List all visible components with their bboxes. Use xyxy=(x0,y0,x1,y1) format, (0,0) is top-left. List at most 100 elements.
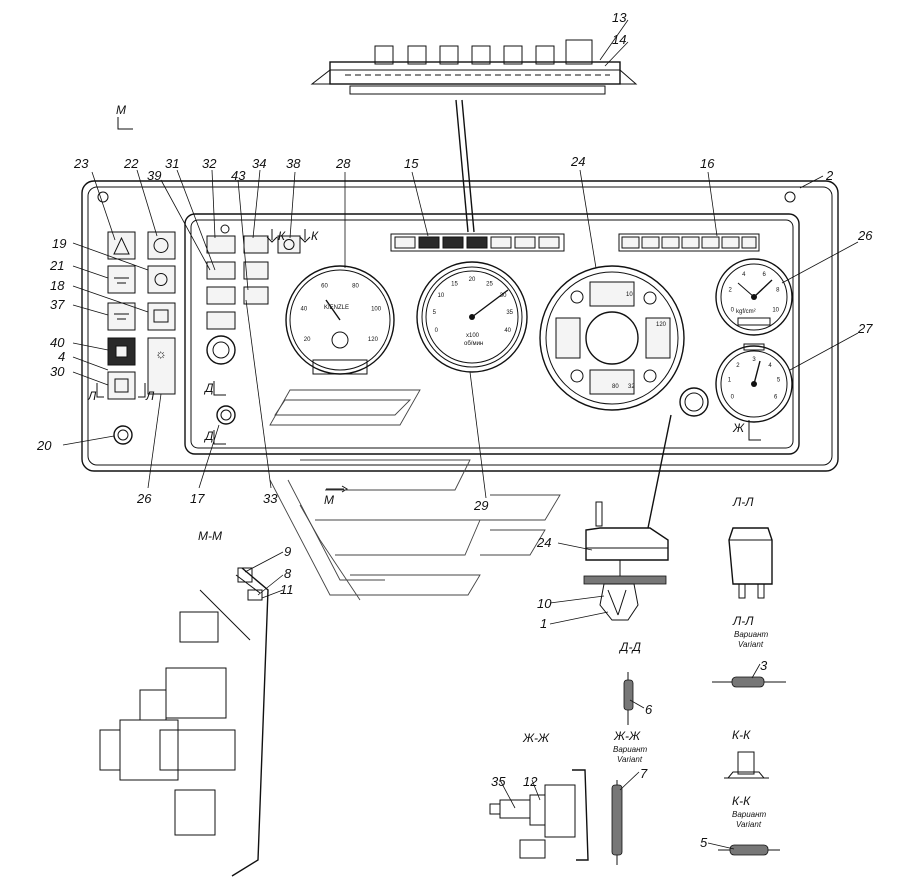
title-zhzh: Ж-Ж xyxy=(522,731,550,745)
section-kk-view xyxy=(718,751,780,856)
callout-23: 23 xyxy=(73,156,89,171)
title-dd: Д-Д xyxy=(618,640,641,654)
hazard-switch xyxy=(107,231,136,260)
ignition-lock xyxy=(206,335,236,365)
work-light-switch xyxy=(107,265,136,294)
callout-34: 32 xyxy=(202,156,217,171)
headlight-icon xyxy=(153,238,169,253)
tach-tick-label: 25 xyxy=(486,281,493,287)
oil-tick-label: 5 xyxy=(777,378,781,384)
speedo-tick-label: 80 xyxy=(352,283,359,289)
ll-variant-ru: Вариант xyxy=(734,630,769,639)
button-20 xyxy=(113,425,133,445)
callout-10: 10 xyxy=(537,596,552,611)
instrument-panel: ☼ xyxy=(81,180,839,472)
oil-tick-label: 0 xyxy=(731,395,735,401)
callout-26-text: 26 xyxy=(136,491,152,506)
hazard-icon xyxy=(113,236,130,255)
callout-39: 38 xyxy=(286,156,301,171)
combination-gauge xyxy=(539,265,685,411)
callout-24-text: 24 xyxy=(536,535,551,550)
tach-tick-label: 35 xyxy=(506,310,513,316)
tach-tick-label: 10 xyxy=(438,293,445,299)
tach-tick-label: 40 xyxy=(504,328,511,334)
mark-zh: Ж xyxy=(732,421,745,435)
callout-35: 33 xyxy=(263,491,278,506)
combo-tick-label: 120 xyxy=(656,322,667,328)
fog-icon xyxy=(154,273,168,286)
mark-d-bottom: Д xyxy=(203,429,214,443)
mount-hole xyxy=(784,191,796,203)
ll-variant-en: Variant xyxy=(738,640,764,649)
oil-tick-label: 1 xyxy=(728,378,732,384)
leader-lines xyxy=(62,19,859,850)
callout-31: 29 xyxy=(473,498,488,513)
callout-29: 27 xyxy=(857,321,873,336)
light-symbol-icon: ☼ xyxy=(155,346,167,361)
callout-19: 19 xyxy=(52,236,66,251)
title-kk-variant: К-К xyxy=(732,794,751,808)
callout-5: 5 xyxy=(700,835,708,850)
section-ll-view xyxy=(712,527,786,688)
oil-tick-label: 3 xyxy=(752,357,756,363)
callout-33: 31 xyxy=(165,156,179,171)
callout-17: 17 xyxy=(190,491,205,506)
callout-38: 37 xyxy=(50,297,65,312)
callout-7: 7 xyxy=(640,766,648,781)
combo-tick-label: 32 xyxy=(628,384,635,390)
combo-tick-label: 80 xyxy=(612,384,619,390)
tach-tick-label: 5 xyxy=(433,310,437,316)
fog-light-switch xyxy=(147,265,176,294)
mark-k-left: К xyxy=(278,229,286,243)
callout-4: 4 xyxy=(58,349,65,364)
speedo-tick-label: 60 xyxy=(321,283,328,289)
air-unit-label: kgf/cm² xyxy=(736,309,756,315)
callout-30: 28 xyxy=(335,156,351,171)
sensor-assembly xyxy=(583,414,672,621)
mount-hole xyxy=(97,191,109,203)
gauge-dial-text: KIENZLE x100 об/мин kgf/cm² xyxy=(324,305,756,347)
light-icon xyxy=(114,277,129,284)
tach-tick-label: 30 xyxy=(500,293,507,299)
air-tick-label: 2 xyxy=(729,287,733,293)
mark-k-right: К xyxy=(311,229,319,243)
callout-numbers: 23 22 31 39 32 43 34 38 28 15 24 16 2 26… xyxy=(36,10,873,850)
section-dd-view xyxy=(623,672,634,725)
tach-tick-label: 20 xyxy=(469,277,476,283)
callout-32: 30 xyxy=(50,364,65,379)
button-17 xyxy=(216,405,236,425)
speedo-tick-label: 20 xyxy=(304,337,311,343)
oil-pressure-gauge xyxy=(715,343,793,423)
callout-18: 18 xyxy=(50,278,65,293)
mark-m-bottom: М xyxy=(324,493,334,507)
warning-lamp-bar-16 xyxy=(618,233,760,252)
guide-bands xyxy=(269,389,561,601)
section-titles: М-М Л-Л Л-Л Вариант Variant Д-Д Ж-Ж Ж-Ж … xyxy=(198,495,769,829)
callout-11: 11 xyxy=(280,582,294,597)
speedo-tick-label: 120 xyxy=(368,337,379,343)
warning-lamp-bar-15 xyxy=(390,233,565,252)
callout-1: 1 xyxy=(540,616,547,631)
callout-6: 6 xyxy=(645,702,653,717)
title-zhzh-variant: Ж-Ж xyxy=(613,729,641,743)
beam-icon xyxy=(114,313,129,320)
switch-block-top-view xyxy=(310,39,638,233)
callout-27: 24 xyxy=(570,154,585,169)
tach-tick-label: 15 xyxy=(451,281,458,287)
tachograph-gauge xyxy=(285,265,395,375)
callout-15: 15 xyxy=(404,156,419,171)
air-tick-label: 8 xyxy=(776,287,780,293)
mark-d-top: Д xyxy=(203,381,214,395)
callout-16: 16 xyxy=(700,156,715,171)
air-tick-label: 0 xyxy=(731,308,735,314)
switch-32 xyxy=(107,371,136,400)
tach-unit-label: об/мин xyxy=(464,341,483,347)
rear-fog-switch xyxy=(147,302,176,331)
section-mm-view xyxy=(99,567,269,877)
speedo-tick-label: 100 xyxy=(371,306,382,312)
